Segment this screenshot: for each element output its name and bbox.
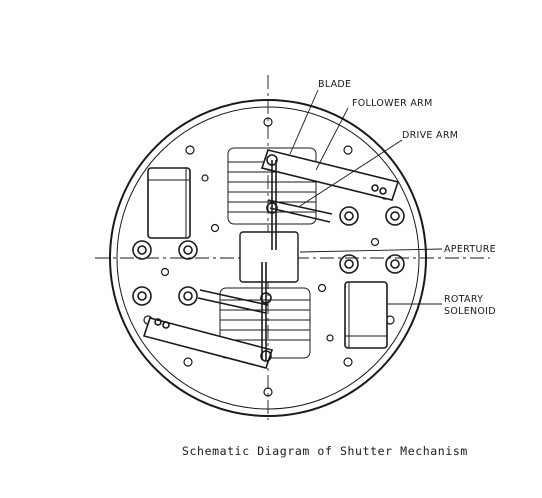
- label-follower-arm: FOLLOWER ARM: [352, 98, 433, 109]
- aperture-window: [239, 231, 299, 283]
- left-rotary-solenoid: [147, 167, 191, 239]
- right-rotary-solenoid: [344, 281, 388, 349]
- label-blade: BLADE: [318, 79, 351, 90]
- lower-arms: [142, 262, 274, 369]
- leader-lines: [289, 89, 443, 305]
- label-drive-arm: DRIVE ARM: [402, 130, 458, 141]
- diagram-caption: Schematic Diagram of Shutter Mechanism: [182, 444, 468, 458]
- label-aperture: APERTURE: [444, 244, 496, 255]
- label-rotary: ROTARY: [444, 294, 483, 305]
- bearing-bosses: [132, 206, 405, 306]
- housing-plate: [109, 99, 427, 417]
- upper-arms: [260, 149, 400, 250]
- label-solenoid: SOLENOID: [444, 306, 496, 317]
